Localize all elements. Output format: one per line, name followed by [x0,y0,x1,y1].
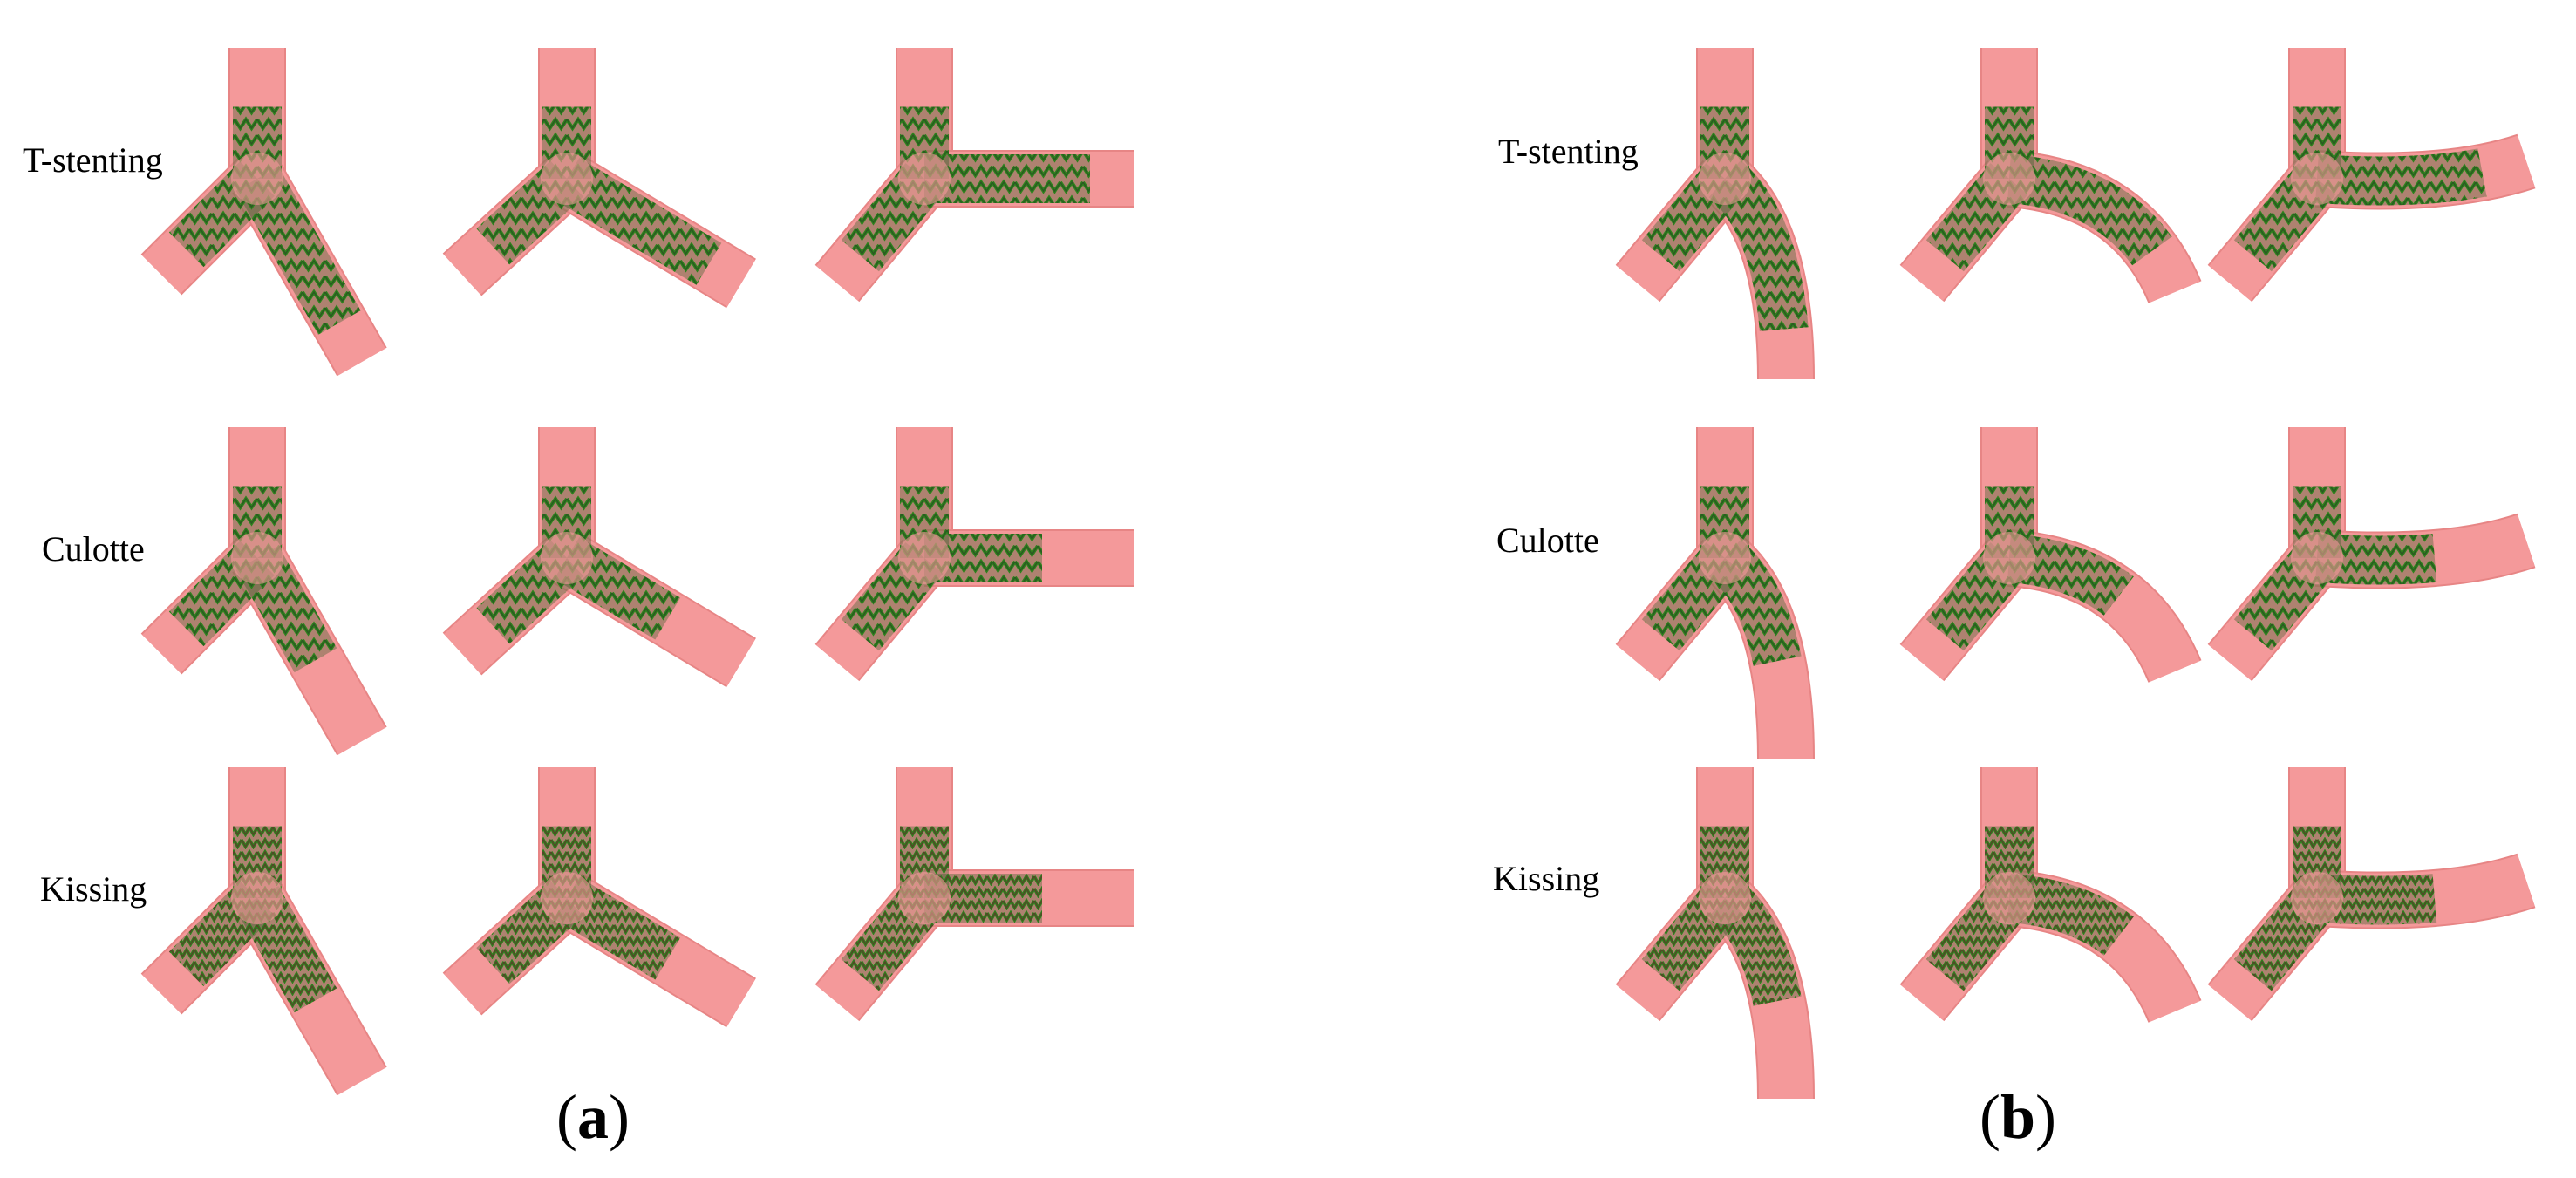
vessel-a-kissing-3 [814,767,1134,1022]
vessel-b-t-stenting-2 [1899,48,2202,304]
panel-b-caption-letter: b [2000,1082,2036,1152]
vessel-a-t-stenting-1 [140,48,387,377]
vessel-a-culotte-1 [140,427,387,756]
vessel-a-culotte-2 [442,427,756,688]
vessel-b-culotte-1 [1615,427,1815,759]
vessel-b-kissing-3 [2207,767,2536,1022]
vessel-b-culotte-3 [2207,427,2536,682]
panel-a-row-2-label: Culotte [42,529,145,569]
panel-b-row-1-label: T-stenting [1498,132,1639,171]
vessel-b-kissing-1 [1615,767,1815,1100]
panel-b-row-2-label: Culotte [1496,521,1599,560]
vessel-a-t-stenting-2 [442,48,756,309]
panel-a-row-3-label: Kissing [40,869,147,909]
vessel-b-kissing-2 [1899,767,2202,1024]
vessel-a-culotte-3 [814,427,1134,682]
vessel-a-t-stenting-3 [814,48,1134,303]
vessel-b-t-stenting-1 [1615,48,1815,380]
panel-a-caption: (a) [556,1082,630,1152]
panel-b-caption: (b) [1980,1082,2057,1152]
panel-a-row-1-label: T-stenting [23,140,163,180]
vessel-b-culotte-2 [1899,427,2202,684]
vessel-a-kissing-1 [140,767,387,1096]
vessel-a-kissing-2 [442,767,756,1028]
panel-a-caption-letter: a [576,1082,609,1152]
panel-b-row-3-label: Kissing [1493,859,1600,898]
vessel-b-t-stenting-3 [2207,48,2536,303]
